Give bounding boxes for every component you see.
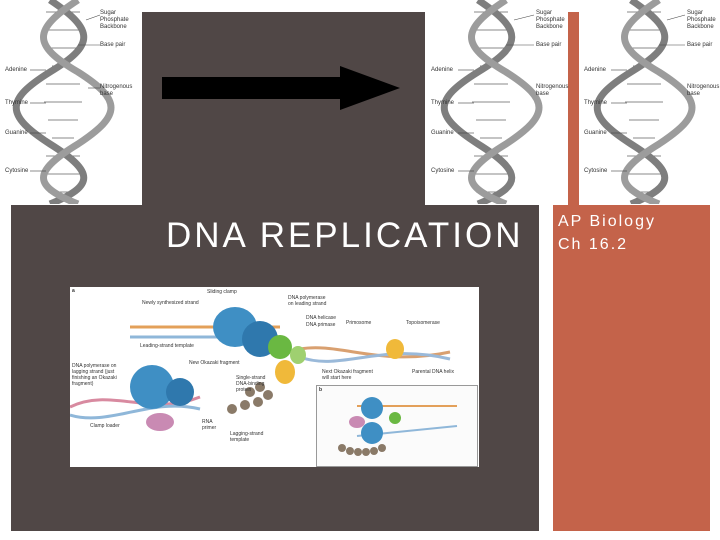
helix-label: Cytosine: [584, 168, 608, 174]
figure-label: on leading strand: [288, 301, 327, 307]
helix-label: Guanine: [431, 130, 454, 136]
helix-label: Phosphate: [687, 17, 716, 23]
helix-label: Sugar: [687, 10, 704, 16]
figure-label: New Okazaki fragment: [189, 360, 240, 366]
figure-label: Newly synthesized strand: [142, 300, 199, 306]
helix-label: base: [100, 91, 114, 97]
helix-label: Phosphate: [100, 17, 129, 23]
figure-label: Primosome: [346, 320, 372, 326]
helix-label: Thymine: [431, 100, 455, 106]
dna-helix-image-right: Sugar Phosphate Backbone Base pair Adeni…: [581, 0, 720, 204]
helix-label: Backbone: [687, 24, 714, 30]
helix-label: Cytosine: [5, 168, 29, 174]
helix-label: Base pair: [687, 42, 713, 48]
helix-label: base: [687, 91, 701, 97]
helix-label: Guanine: [5, 130, 28, 136]
figure-label: Clamp loader: [90, 423, 120, 429]
helix-label: Sugar: [100, 10, 117, 16]
figure-label: DNA primase: [306, 322, 336, 328]
accent-panel: [553, 205, 710, 531]
figure-label: will start here: [322, 375, 352, 381]
helix-label: Nitrogenous: [687, 84, 720, 90]
figure-label: protein: [236, 387, 252, 393]
figure-label: RNA: [202, 419, 213, 425]
subtitle-chapter: Ch 16.2: [558, 236, 629, 253]
figure-label: Lagging-strand: [230, 431, 264, 437]
helix-label: Base pair: [100, 42, 126, 48]
dark-header-block: [142, 12, 425, 205]
helix-label: Cytosine: [431, 168, 455, 174]
figure-label: Parental DNA helix: [412, 369, 454, 375]
helix-label: Thymine: [5, 100, 29, 106]
arrow-icon: [162, 66, 400, 110]
figure-label: lagging strand (just: [72, 369, 115, 375]
helix-label: Adenine: [5, 67, 28, 73]
helix-label: Sugar: [536, 10, 553, 16]
helix-label: Backbone: [100, 24, 127, 30]
helix-label: Nitrogenous: [536, 84, 569, 90]
figure-label: DNA polymerase: [288, 295, 326, 301]
figure-label: DNA polymerase on: [72, 363, 117, 369]
figure-label: Leading-strand template: [140, 343, 194, 349]
panel-b-label: b: [319, 387, 323, 393]
dna-helix-image-middle: Sugar Phosphate Backbone Base pair Adeni…: [428, 0, 568, 204]
figure-label: DNA-binding: [236, 381, 265, 387]
helix-label: Adenine: [431, 67, 454, 73]
helix-label: Thymine: [584, 100, 608, 106]
slide-title: DNA REPLICATION: [166, 216, 524, 255]
helix-label: Base pair: [536, 42, 562, 48]
panel-a-label: a: [72, 288, 75, 294]
figure-label: finishing an Okazaki: [72, 375, 117, 381]
figure-label: Next Okazaki fragment: [322, 369, 373, 375]
dna-helix-image-left: Sugar Phosphate Backbone Base pair Adeni…: [0, 0, 140, 204]
figure-label: primer: [202, 425, 217, 431]
figure-label: template: [230, 437, 250, 443]
helix-label: Adenine: [584, 67, 607, 73]
helix-label: base: [536, 91, 550, 97]
figure-label: Sliding clamp: [207, 289, 237, 295]
helix-label: Guanine: [584, 130, 607, 136]
figure-label: DNA helicase: [306, 315, 337, 321]
figure-label: Topoisomerase: [406, 320, 440, 326]
subtitle-course: AP Biology: [558, 213, 656, 230]
helix-label: Phosphate: [536, 17, 565, 23]
slide-subtitle: AP Biology Ch 16.2: [558, 210, 656, 256]
figure-label: Single-strand: [236, 375, 266, 381]
helix-label: Nitrogenous: [100, 84, 133, 90]
replication-fork-figure: a Sliding clamp Newly synthesized strand…: [70, 287, 479, 467]
figure-label: fragment): [72, 381, 94, 387]
helix-label: Backbone: [536, 24, 563, 30]
panel-b-inset: b: [316, 385, 478, 467]
accent-bar: [568, 12, 579, 205]
